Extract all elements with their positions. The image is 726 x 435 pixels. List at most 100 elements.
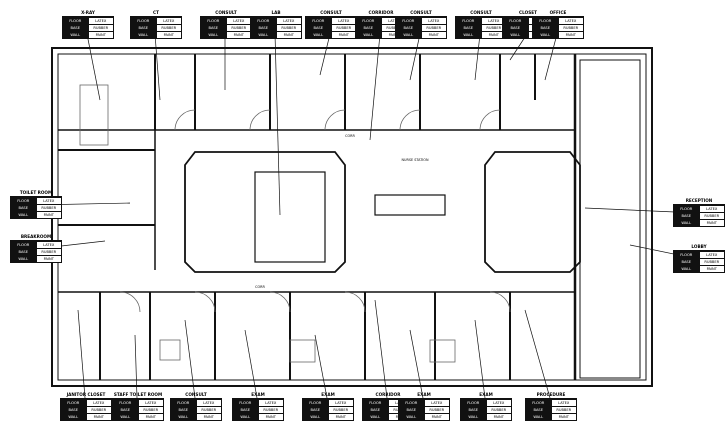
finish-type: BASE bbox=[63, 25, 88, 31]
interior-wall-line bbox=[57, 53, 647, 381]
leader-line bbox=[544, 33, 558, 81]
finish-value: RUBBER bbox=[557, 25, 584, 31]
finish-value: RUBBER bbox=[330, 25, 357, 31]
door-swing bbox=[399, 109, 421, 131]
finish-value: RUBBER bbox=[137, 407, 164, 413]
finish-type: BASE bbox=[171, 407, 196, 413]
finish-type: WALL bbox=[456, 32, 481, 38]
corridor-label-top: CORR bbox=[345, 134, 355, 138]
exterior-wall bbox=[51, 47, 653, 387]
finish-type: FLOOR bbox=[113, 400, 138, 406]
finish-type: FLOOR bbox=[396, 18, 421, 24]
finish-type: WALL bbox=[201, 32, 226, 38]
finish-value: PAINT bbox=[698, 220, 725, 226]
finish-type: FLOOR bbox=[674, 206, 699, 212]
finish-value: RUBBER bbox=[155, 25, 182, 31]
leader-line bbox=[409, 329, 424, 399]
finish-type: BASE bbox=[363, 407, 388, 413]
room-name: EXAM bbox=[479, 392, 493, 397]
finish-value: PAINT bbox=[420, 32, 447, 38]
room-name: CONSULT bbox=[470, 10, 492, 15]
finish-type: BASE bbox=[61, 407, 86, 413]
finish-value: RUBBER bbox=[195, 407, 222, 413]
finish-type: BASE bbox=[131, 25, 156, 31]
finish-value: LATEX bbox=[225, 18, 252, 24]
finish-type: BASE bbox=[533, 25, 558, 31]
finish-type: WALL bbox=[533, 32, 558, 38]
leader-line bbox=[244, 329, 258, 399]
finish-value: PAINT bbox=[137, 414, 164, 420]
finish-value: LATEX bbox=[327, 400, 354, 406]
finish-value: LATEX bbox=[550, 400, 577, 406]
finish-type: BASE bbox=[503, 25, 528, 31]
finish-value: RUBBER bbox=[327, 407, 354, 413]
finish-value: RUBBER bbox=[485, 407, 512, 413]
central-core bbox=[184, 151, 346, 273]
finish-value: PAINT bbox=[330, 32, 357, 38]
finish-type: BASE bbox=[674, 213, 699, 219]
finish-type: FLOOR bbox=[503, 18, 528, 24]
lobby-outline bbox=[579, 59, 641, 379]
finish-type: WALL bbox=[251, 32, 276, 38]
exam-fixture bbox=[289, 339, 316, 363]
finish-type: BASE bbox=[113, 407, 138, 413]
room-name: LOBBY bbox=[691, 244, 707, 249]
finish-type: FLOOR bbox=[356, 18, 381, 24]
leader-line bbox=[409, 33, 421, 81]
finish-value: PAINT bbox=[327, 414, 354, 420]
door-swing bbox=[344, 291, 366, 313]
finish-type: BASE bbox=[399, 407, 424, 413]
finish-type: WALL bbox=[503, 32, 528, 38]
finish-type: WALL bbox=[306, 32, 331, 38]
finish-value: RUBBER bbox=[698, 213, 725, 219]
finish-value: LATEX bbox=[195, 400, 222, 406]
exam-fixture bbox=[429, 339, 456, 363]
leader-line bbox=[524, 309, 551, 399]
finish-value: PAINT bbox=[698, 266, 725, 272]
finish-value: LATEX bbox=[330, 18, 357, 24]
room-name: CT bbox=[153, 10, 159, 15]
finish-value: RUBBER bbox=[87, 25, 114, 31]
finish-type: FLOOR bbox=[11, 242, 36, 248]
leader-line bbox=[154, 33, 161, 101]
room-name: RECEPTION bbox=[685, 198, 713, 203]
nurse-station-label: NURSE STATION bbox=[401, 158, 429, 162]
room-name: CONSULT bbox=[185, 392, 207, 397]
finish-value: RUBBER bbox=[698, 259, 725, 265]
finish-value: LATEX bbox=[87, 18, 114, 24]
finish-value: PAINT bbox=[550, 414, 577, 420]
finish-value: PAINT bbox=[85, 414, 112, 420]
door-swing bbox=[479, 109, 501, 131]
finish-type: FLOOR bbox=[461, 400, 486, 406]
finish-value: PAINT bbox=[35, 256, 62, 262]
finish-value: RUBBER bbox=[380, 25, 407, 31]
